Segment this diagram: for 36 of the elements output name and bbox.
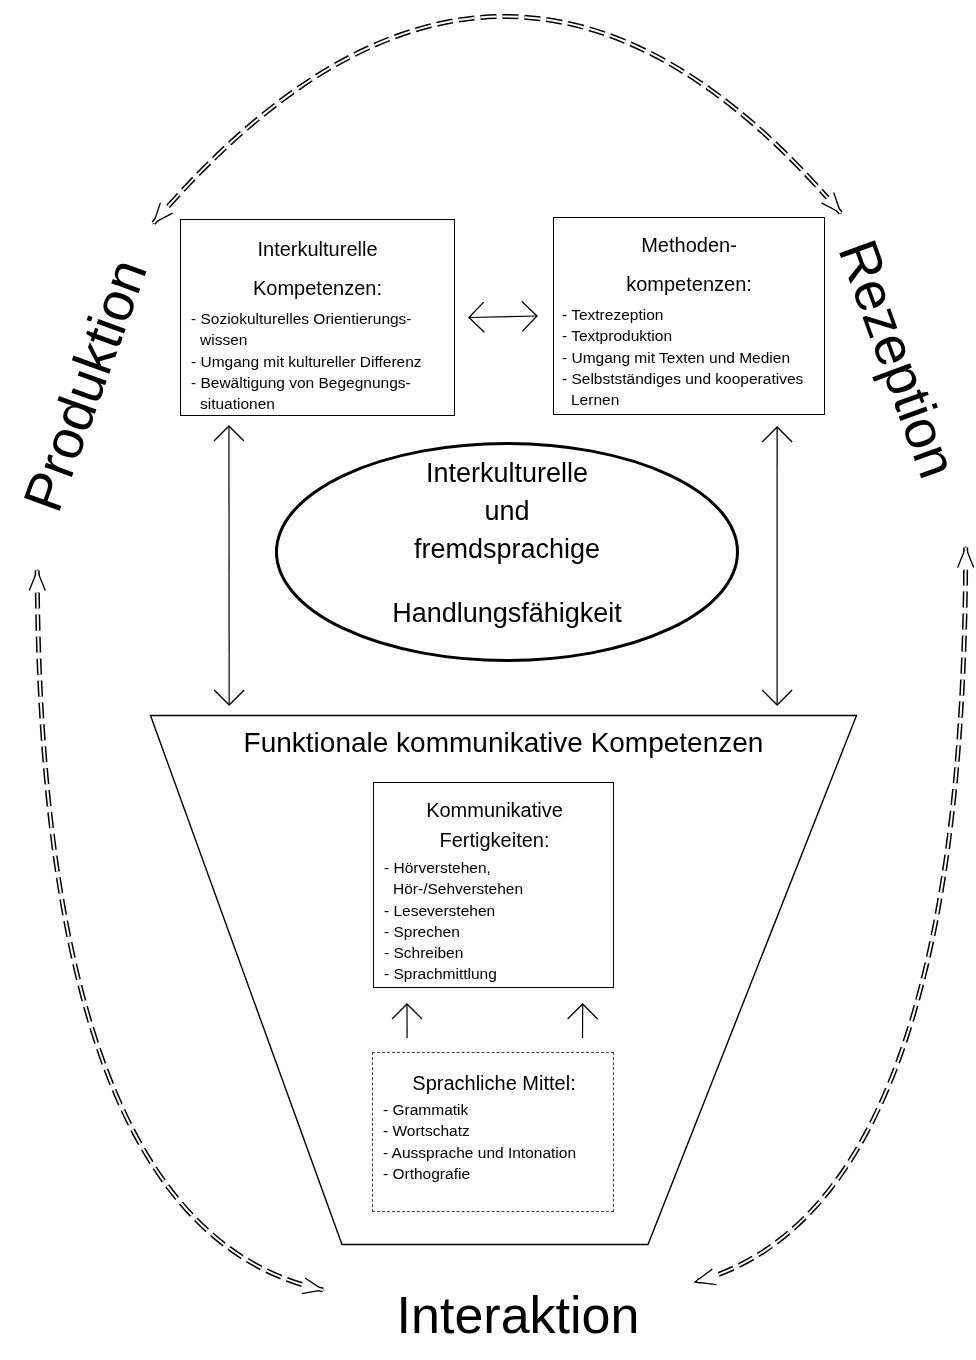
- side-label: Interaktion: [368, 1282, 668, 1348]
- list-item: - Hörverstehen, Hör-/Sehverstehen: [383, 858, 525, 900]
- list-item: - Selbstständiges und kooperatives Lernen: [561, 368, 805, 411]
- list-item: - Soziokulturelles Orientierungs- wissen: [190, 309, 413, 351]
- arrow: [566, 1003, 599, 1039]
- list-item: - Textproduktion: [561, 326, 673, 347]
- double-dashed-arrow: [694, 546, 974, 1285]
- box-heading: Kommunikative Fertigkeiten:: [425, 798, 564, 853]
- arrow: [468, 300, 538, 333]
- arrow: [761, 426, 793, 706]
- double-dashed-arrow: [29, 569, 324, 1293]
- competence-box: [180, 219, 455, 416]
- list-item: - Orthografie: [382, 1163, 471, 1184]
- ellipse-label: Handlungsfähigkeit: [391, 597, 623, 630]
- trapezoid-heading: Funktionale kommunikative Kompetenzen: [242, 727, 765, 759]
- list-item: - Grammatik: [382, 1100, 470, 1120]
- competence-box: [373, 782, 614, 988]
- list-item: - Sprechen: [383, 921, 461, 942]
- list-item: - Leseverstehen: [383, 900, 497, 921]
- box-heading: Interkulturelle Kompetenzen:: [252, 237, 383, 301]
- list-item: - Sprachmittlung: [383, 964, 498, 985]
- box-heading: Sprachliche Mittel:: [411, 1071, 577, 1096]
- list-item: - Textrezeption: [561, 305, 665, 325]
- list-item: - Umgang mit Texten und Medien: [561, 347, 792, 368]
- ellipse-label: Interkulturelle und fremdsprachige: [412, 457, 602, 566]
- double-dashed-arrow: [151, 14, 843, 225]
- arrow: [391, 1003, 423, 1039]
- arrow: [213, 425, 245, 706]
- competence-box: [553, 217, 825, 415]
- box-heading: Methoden- kompetenzen:: [625, 233, 753, 297]
- list-item: - Schreiben: [383, 943, 465, 964]
- dashed-box: [372, 1052, 614, 1212]
- list-item: - Umgang mit kultureller Differenz: [190, 351, 423, 372]
- list-item: - Aussprache und Intonation: [382, 1142, 578, 1163]
- list-item: - Bewältigung von Begegnungs- situationen: [190, 372, 412, 415]
- list-item: - Wortschatz: [382, 1121, 471, 1142]
